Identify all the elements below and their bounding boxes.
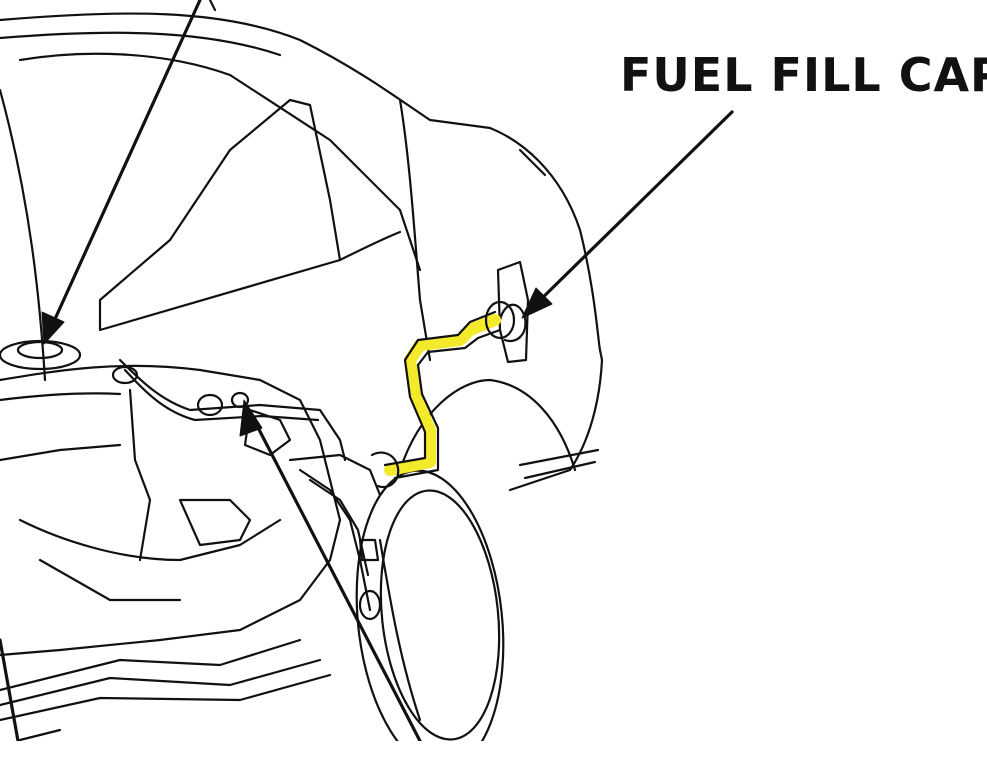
top-left-arrow (48, 0, 202, 332)
fuel-fill-cap-arrowhead (521, 287, 553, 319)
bottom-margin (0, 741, 987, 761)
car-body-outline (0, 0, 604, 492)
fuel-fill-cap-arrow (530, 110, 734, 310)
top-left-arrowhead (41, 311, 65, 345)
bottom-center-arrowhead (239, 399, 263, 437)
filler-neck-highlight (384, 314, 501, 476)
fuel-fill-cap-label: FUEL FILL CAP (620, 48, 987, 102)
leader-arrows (0, 0, 734, 743)
fuel-lines (118, 358, 382, 621)
bottom-center-arrow (250, 414, 422, 743)
filler-neck (370, 300, 516, 489)
bottom-left-arrow (0, 638, 20, 743)
rear-wheel (355, 378, 577, 761)
